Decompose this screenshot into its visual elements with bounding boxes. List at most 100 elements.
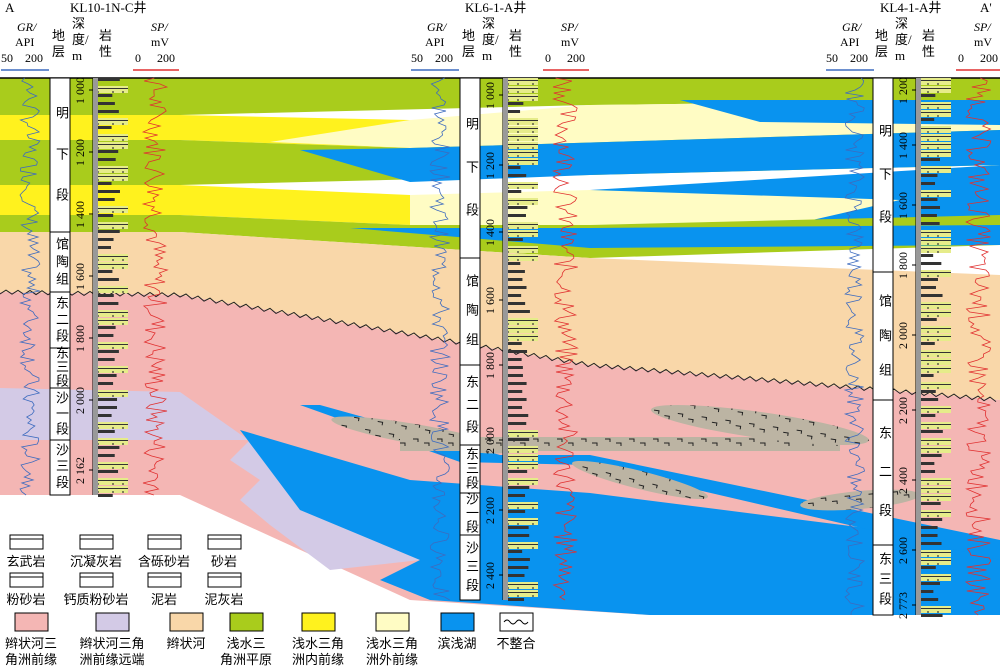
lithology-core-bar: [503, 78, 508, 600]
lithology-bed: [921, 118, 935, 121]
lithology-bed: [921, 462, 935, 465]
strata-label: 沙一段: [463, 492, 478, 534]
depth-tick-label: 1 200: [483, 152, 497, 179]
lithology-bed: [98, 438, 128, 445]
lithology-bed: [921, 102, 951, 109]
lithology-bed: [508, 590, 538, 597]
lithology-bed: [98, 118, 128, 125]
lithology-legend-label: 泥岩: [151, 592, 177, 607]
lithology-bed: [508, 278, 523, 281]
strata-label: 东二段: [463, 374, 478, 443]
gr-curve: [428, 77, 452, 601]
strata-label: 馆陶组: [876, 293, 891, 398]
strata-label: 明下段: [463, 117, 478, 246]
sp-unit: mV: [561, 35, 579, 49]
sp-curve: [141, 77, 169, 496]
lithology-bed: [921, 94, 936, 97]
depth-tick-label: 1 400: [483, 219, 497, 246]
lithology-bed: [508, 406, 523, 409]
lithology-bed: [921, 214, 937, 217]
lithology-bed: [921, 86, 951, 93]
lithology-bed: [508, 110, 521, 113]
lithology-bed: [921, 206, 941, 209]
lithology-bed: [508, 334, 538, 341]
lithology-bed: [98, 198, 115, 201]
depth-tick-label: 1 600: [483, 287, 497, 314]
lithology-bed: [508, 462, 538, 469]
lithology-bed: [508, 158, 538, 165]
section-label-a-prime: A': [980, 0, 992, 15]
lithology-legend-label: 泥灰岩: [204, 592, 243, 607]
lithology-bed: [98, 270, 113, 273]
lithology-bed: [98, 374, 117, 377]
lithology-bed: [508, 118, 538, 125]
lithology-bed: [921, 342, 935, 345]
lithology-header: 岩: [922, 28, 935, 43]
lithology-bed: [508, 286, 527, 289]
lithology-bed: [508, 166, 521, 169]
lithology-bed: [921, 542, 942, 545]
strata-header: 层: [462, 44, 475, 59]
lithology-bed: [508, 318, 538, 325]
lithology-bed: [98, 86, 128, 93]
minghuazhen-facies: [0, 78, 1000, 258]
lithology-legend-symbol: [207, 572, 242, 588]
facies-legend-swatch: [301, 612, 336, 632]
lithology-bed: [921, 598, 939, 601]
lithology-bed: [921, 502, 941, 505]
lithology-bed: [508, 430, 538, 437]
sp-max: 200: [567, 51, 585, 65]
lithology-bed: [921, 614, 943, 617]
sp-min: 0: [135, 51, 141, 65]
lithology-bed: [508, 454, 538, 461]
lithology-bed: [921, 390, 936, 393]
lithology-bed: [98, 454, 115, 457]
lithology-bed: [98, 214, 114, 217]
sp-label: SP/: [561, 20, 579, 34]
lithology-legend-symbol: [147, 534, 182, 550]
gr-max: 200: [435, 51, 453, 65]
facies-legend-label: 不整合: [496, 636, 535, 651]
lithology-bed: [921, 438, 951, 445]
depth-tick-label: 2 000: [483, 427, 497, 454]
lithology-bed: [508, 238, 523, 241]
strata-label: 东三段: [53, 346, 68, 388]
lithology-bed: [98, 238, 114, 241]
legend: 玄武岩沉凝灰岩含砾砂岩砂岩粉砂岩钙质粉砂岩泥岩泥灰岩辫状河三角洲前缘辫状河三角洲…: [5, 534, 536, 667]
depth-tick-label: 2 400: [896, 467, 910, 494]
lithology-bed: [508, 582, 538, 589]
lithology-bed: [98, 150, 119, 153]
lithology-bed: [921, 374, 934, 377]
lithology-bed: [98, 254, 128, 261]
depth-tick-label: 2 000: [73, 387, 87, 414]
sp-max: 200: [980, 51, 998, 65]
lithology-bed: [921, 510, 951, 517]
gr-max: 200: [25, 51, 43, 65]
lithology-bed: [921, 606, 951, 613]
lithology-bed: [508, 94, 538, 101]
facies-legend-label: 洲内前缘: [292, 652, 344, 667]
lithology-bed: [921, 78, 951, 85]
lithology-bed: [921, 422, 951, 429]
lithology-bed: [508, 182, 538, 189]
strata-label: 东三段: [876, 552, 891, 612]
lithology-bed: [921, 126, 951, 133]
gr-min: 50: [411, 51, 423, 65]
facies-legend-swatch: [440, 612, 475, 632]
lithology-bed: [98, 486, 128, 493]
lithology-bed: [921, 334, 951, 341]
lithology-legend-symbol: [79, 572, 114, 588]
lithology-bed: [508, 558, 530, 561]
braided-delta-distal-sha1: [0, 388, 420, 570]
gr-curve: [18, 77, 41, 496]
lithology-bed: [921, 478, 951, 485]
lithology-bed: [508, 446, 538, 453]
lithology-bed: [98, 478, 128, 485]
lithology-bed: [921, 198, 938, 201]
lithology-bed: [508, 230, 538, 237]
lithology-core-bar: [916, 78, 921, 615]
depth-tick-label: 1 400: [73, 201, 87, 228]
lithology-bed: [921, 534, 938, 537]
lithology-bed: [508, 254, 538, 261]
